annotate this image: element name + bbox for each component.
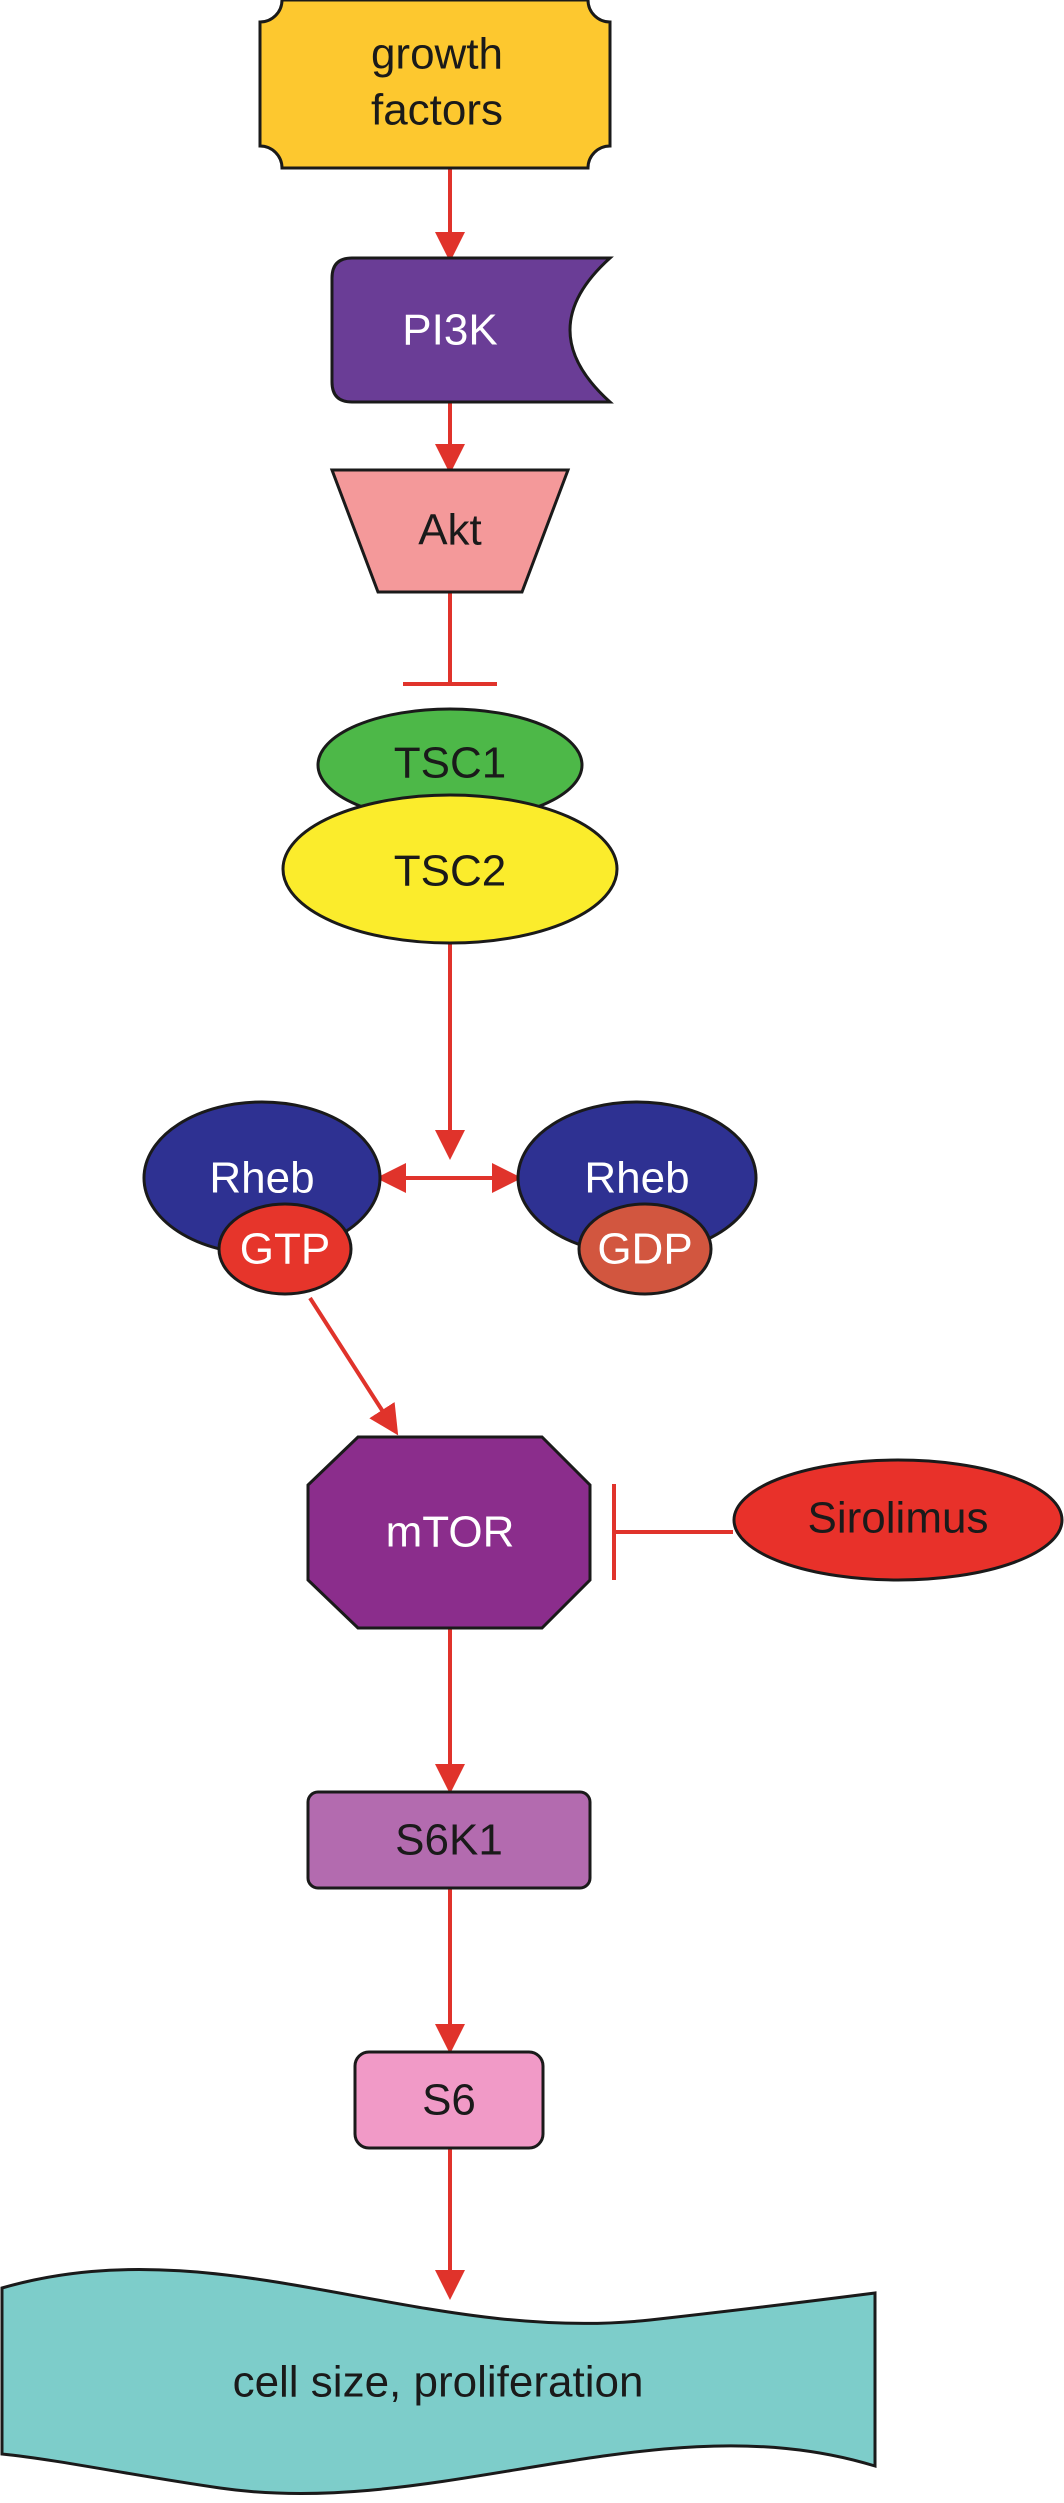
outcome-node: cell size, proliferation [0, 2268, 877, 2496]
mtor-label: mTOR [386, 1508, 515, 1557]
akt-shape [329, 468, 571, 594]
outcome-label: cell size, proliferation [233, 2358, 644, 2407]
sirolimus-label: Sirolimus [808, 1494, 989, 1543]
pi3k-label: PI3K [402, 306, 497, 355]
tsc1-label: TSC1 [394, 739, 506, 788]
s6k1-shape [306, 1790, 592, 1890]
mtor-node: mTOR [306, 1435, 592, 1630]
rheb-gdp-node: Rheb GDP [516, 1100, 758, 1296]
outcome-shape [0, 2268, 877, 2496]
gdp-label: GDP [597, 1225, 692, 1274]
tsc2-shape [281, 793, 619, 945]
rheb-gtp-label: Rheb [209, 1154, 314, 1203]
s6-shape [353, 2050, 545, 2150]
growth-factors-node: growth factors [258, 0, 612, 170]
tsc2-label: TSC2 [394, 847, 506, 896]
growth-factors-label-line2: factors [371, 86, 503, 135]
mtor-shape [306, 1435, 592, 1630]
s6-label: S6 [422, 2076, 476, 2125]
growth-factors-shape [258, 0, 612, 170]
akt-node: Akt [329, 468, 571, 594]
rheb-gdp-label: Rheb [584, 1154, 689, 1203]
gtp-shape [217, 1202, 353, 1296]
s6k1-node: S6K1 [306, 1790, 592, 1890]
rheb-gtp-node: Rheb GTP [142, 1100, 382, 1296]
s6-node: S6 [353, 2050, 545, 2150]
arrow-gtp-to-mtor [308, 1296, 399, 1436]
s6k1-label: S6K1 [395, 1816, 503, 1865]
akt-label: Akt [418, 506, 482, 555]
tsc-complex: TSC1 TSC2 [281, 707, 619, 945]
gdp-shape [577, 1202, 713, 1296]
pi3k-shape [330, 256, 614, 404]
gtp-label: GTP [240, 1225, 330, 1274]
growth-factors-label-line1: growth [371, 30, 503, 79]
sirolimus-node: Sirolimus [732, 1458, 1064, 1582]
connectors [308, 168, 733, 2300]
pi3k-node: PI3K [330, 256, 614, 404]
sirolimus-shape [732, 1458, 1064, 1582]
